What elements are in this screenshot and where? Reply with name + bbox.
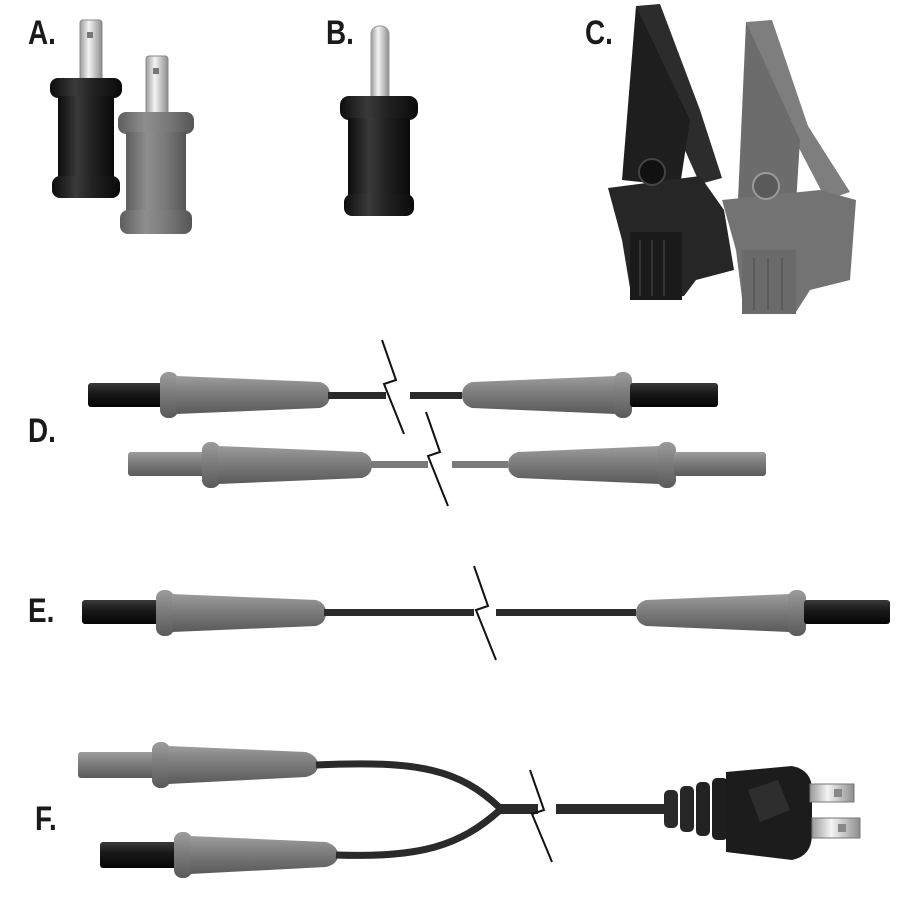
lead-d1-cable-left <box>328 392 386 399</box>
lead-d2-left-collar <box>202 442 220 488</box>
plug-strain-relief-3 <box>696 782 710 836</box>
y-cable-upper-tip <box>78 752 158 778</box>
plug-strain-relief-1 <box>664 790 678 828</box>
lead-e-cable-left <box>324 609 474 616</box>
lead-e-right-collar <box>788 590 806 636</box>
lead-d2-right-tip <box>674 452 766 476</box>
break-symbol-d2 <box>426 412 448 506</box>
y-cable-upper-boot <box>168 746 318 784</box>
y-cable-lower-wire <box>336 810 500 855</box>
test-lead-e <box>82 566 890 660</box>
adapter-b-body <box>348 118 410 200</box>
lead-d2-cable-left <box>370 461 428 468</box>
lead-d1-right-boot <box>462 376 616 414</box>
adapter-b <box>340 26 418 216</box>
adapter-black-base <box>52 176 120 198</box>
adapter-gray-body <box>126 132 186 216</box>
adapter-gray-cap <box>118 112 194 134</box>
plug-strain-relief-4 <box>712 778 728 840</box>
adapter-gray-base <box>120 210 192 234</box>
y-cable-f <box>78 742 860 878</box>
lead-e-left-boot <box>172 594 326 632</box>
lead-d2-right-boot <box>508 446 660 484</box>
lead-d2-left-boot <box>218 446 372 484</box>
adapter-pair-a <box>50 20 194 234</box>
lead-e-cable-right <box>496 609 636 616</box>
adapter-black-cap <box>50 78 122 98</box>
lead-d1-right-collar <box>614 372 632 418</box>
lead-d2-left-tip <box>128 452 208 476</box>
lead-e-right-tip <box>804 600 890 624</box>
clip-black-sleeve <box>630 232 682 300</box>
lead-d2-cable-right <box>452 461 508 468</box>
alligator-clip-gray <box>722 20 856 314</box>
plug-strain-relief-2 <box>680 786 694 832</box>
lead-d1-left-tip <box>88 383 166 407</box>
plug-prong-upper-hole <box>834 789 842 797</box>
lead-d1-left-collar <box>160 372 178 418</box>
plug-prong-lower-hole <box>838 824 846 832</box>
lead-d1-left-boot <box>176 376 330 414</box>
alligator-clip-black <box>608 4 734 300</box>
break-symbol-f <box>530 770 552 862</box>
lead-e-left-collar <box>156 590 174 636</box>
plug-prong-upper <box>810 784 854 802</box>
clip-black-rivet <box>639 159 665 185</box>
test-lead-d-black <box>88 340 718 434</box>
y-cable-upper-wire <box>316 764 500 808</box>
lead-e-right-boot <box>636 594 790 632</box>
adapter-b-cap <box>340 96 418 120</box>
plug-prong-lower <box>812 818 860 838</box>
break-symbol-e <box>474 566 496 660</box>
adapter-b-base <box>344 194 414 216</box>
adapter-gray-pin-hole <box>153 68 159 74</box>
y-cable-main-wire <box>556 804 668 814</box>
y-cable-lower-boot <box>190 836 338 874</box>
break-symbol-d1 <box>382 340 404 434</box>
test-lead-d-gray <box>128 412 766 506</box>
lead-e-left-tip <box>82 600 162 624</box>
clip-gray-rivet <box>753 173 779 199</box>
lead-d1-cable-right <box>410 392 462 399</box>
y-cable-joint <box>498 804 538 814</box>
y-cable-lower-collar <box>174 832 192 878</box>
adapter-black-body <box>58 96 114 182</box>
y-cable-upper-collar <box>152 742 170 788</box>
adapter-black-pin-hole <box>87 32 93 38</box>
lead-d1-right-tip <box>630 383 718 407</box>
y-cable-lower-tip <box>100 842 180 868</box>
lead-d2-right-collar <box>658 442 676 488</box>
